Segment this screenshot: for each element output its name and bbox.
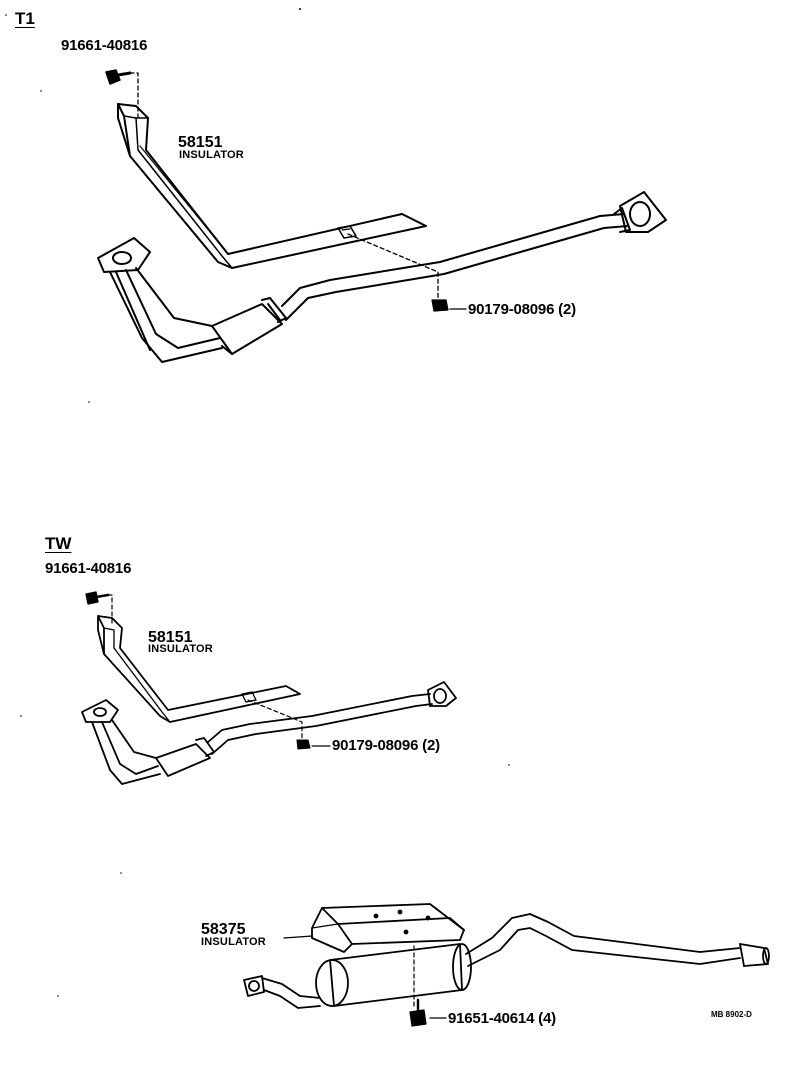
tw-insulator-name: INSULATOR [148,643,213,655]
t1-bolt-part-number: 91661-40816 [61,37,148,54]
tw-front-pipe [81,681,457,785]
muffler-tail-pipe [465,913,770,967]
muffler-inlet-pipe [243,975,321,1009]
tw-insulator-shield [97,615,301,723]
t1-insulator-shield [117,103,427,269]
tw-section-heading: TW [45,534,72,553]
muffler-insulator-name: INSULATOR [201,936,266,948]
muffler-assembly [243,903,770,1027]
t1-front-pipe [97,191,667,363]
tw-bolt-icon [85,591,110,605]
t1-assembly [97,69,667,363]
t1-bolt-leader [129,72,139,119]
t1-insulator-number: 58151 [178,134,223,151]
tw-nut-icon [296,739,311,750]
muffler-insulator-number: 58375 [201,921,246,938]
tw-bolt-leader [107,594,113,625]
t1-nut-leader [347,233,439,299]
tw-insulator-number: 58151 [148,629,193,646]
muffler-body [315,943,472,1007]
muffler-bolt-icon [409,998,427,1027]
t1-nut-icon [431,299,449,312]
t1-insulator-name: INSULATOR [179,149,244,161]
figure-code: MB 8902-D [711,1010,752,1019]
muffler-insulator-plate [311,903,465,953]
tw-nut-leader [247,699,303,739]
scan-specks [5,8,510,997]
t1-nut-part-number: 90179-08096 (2) [468,301,576,318]
muffler-bolt-part-number: 91651-40614 (4) [448,1010,556,1027]
t1-section-heading: T1 [15,9,35,28]
tw-nut-part-number: 90179-08096 (2) [332,737,440,754]
tw-bolt-part-number: 91661-40816 [45,560,132,577]
t1-bolt-icon [105,69,132,85]
tw-assembly [81,591,457,785]
